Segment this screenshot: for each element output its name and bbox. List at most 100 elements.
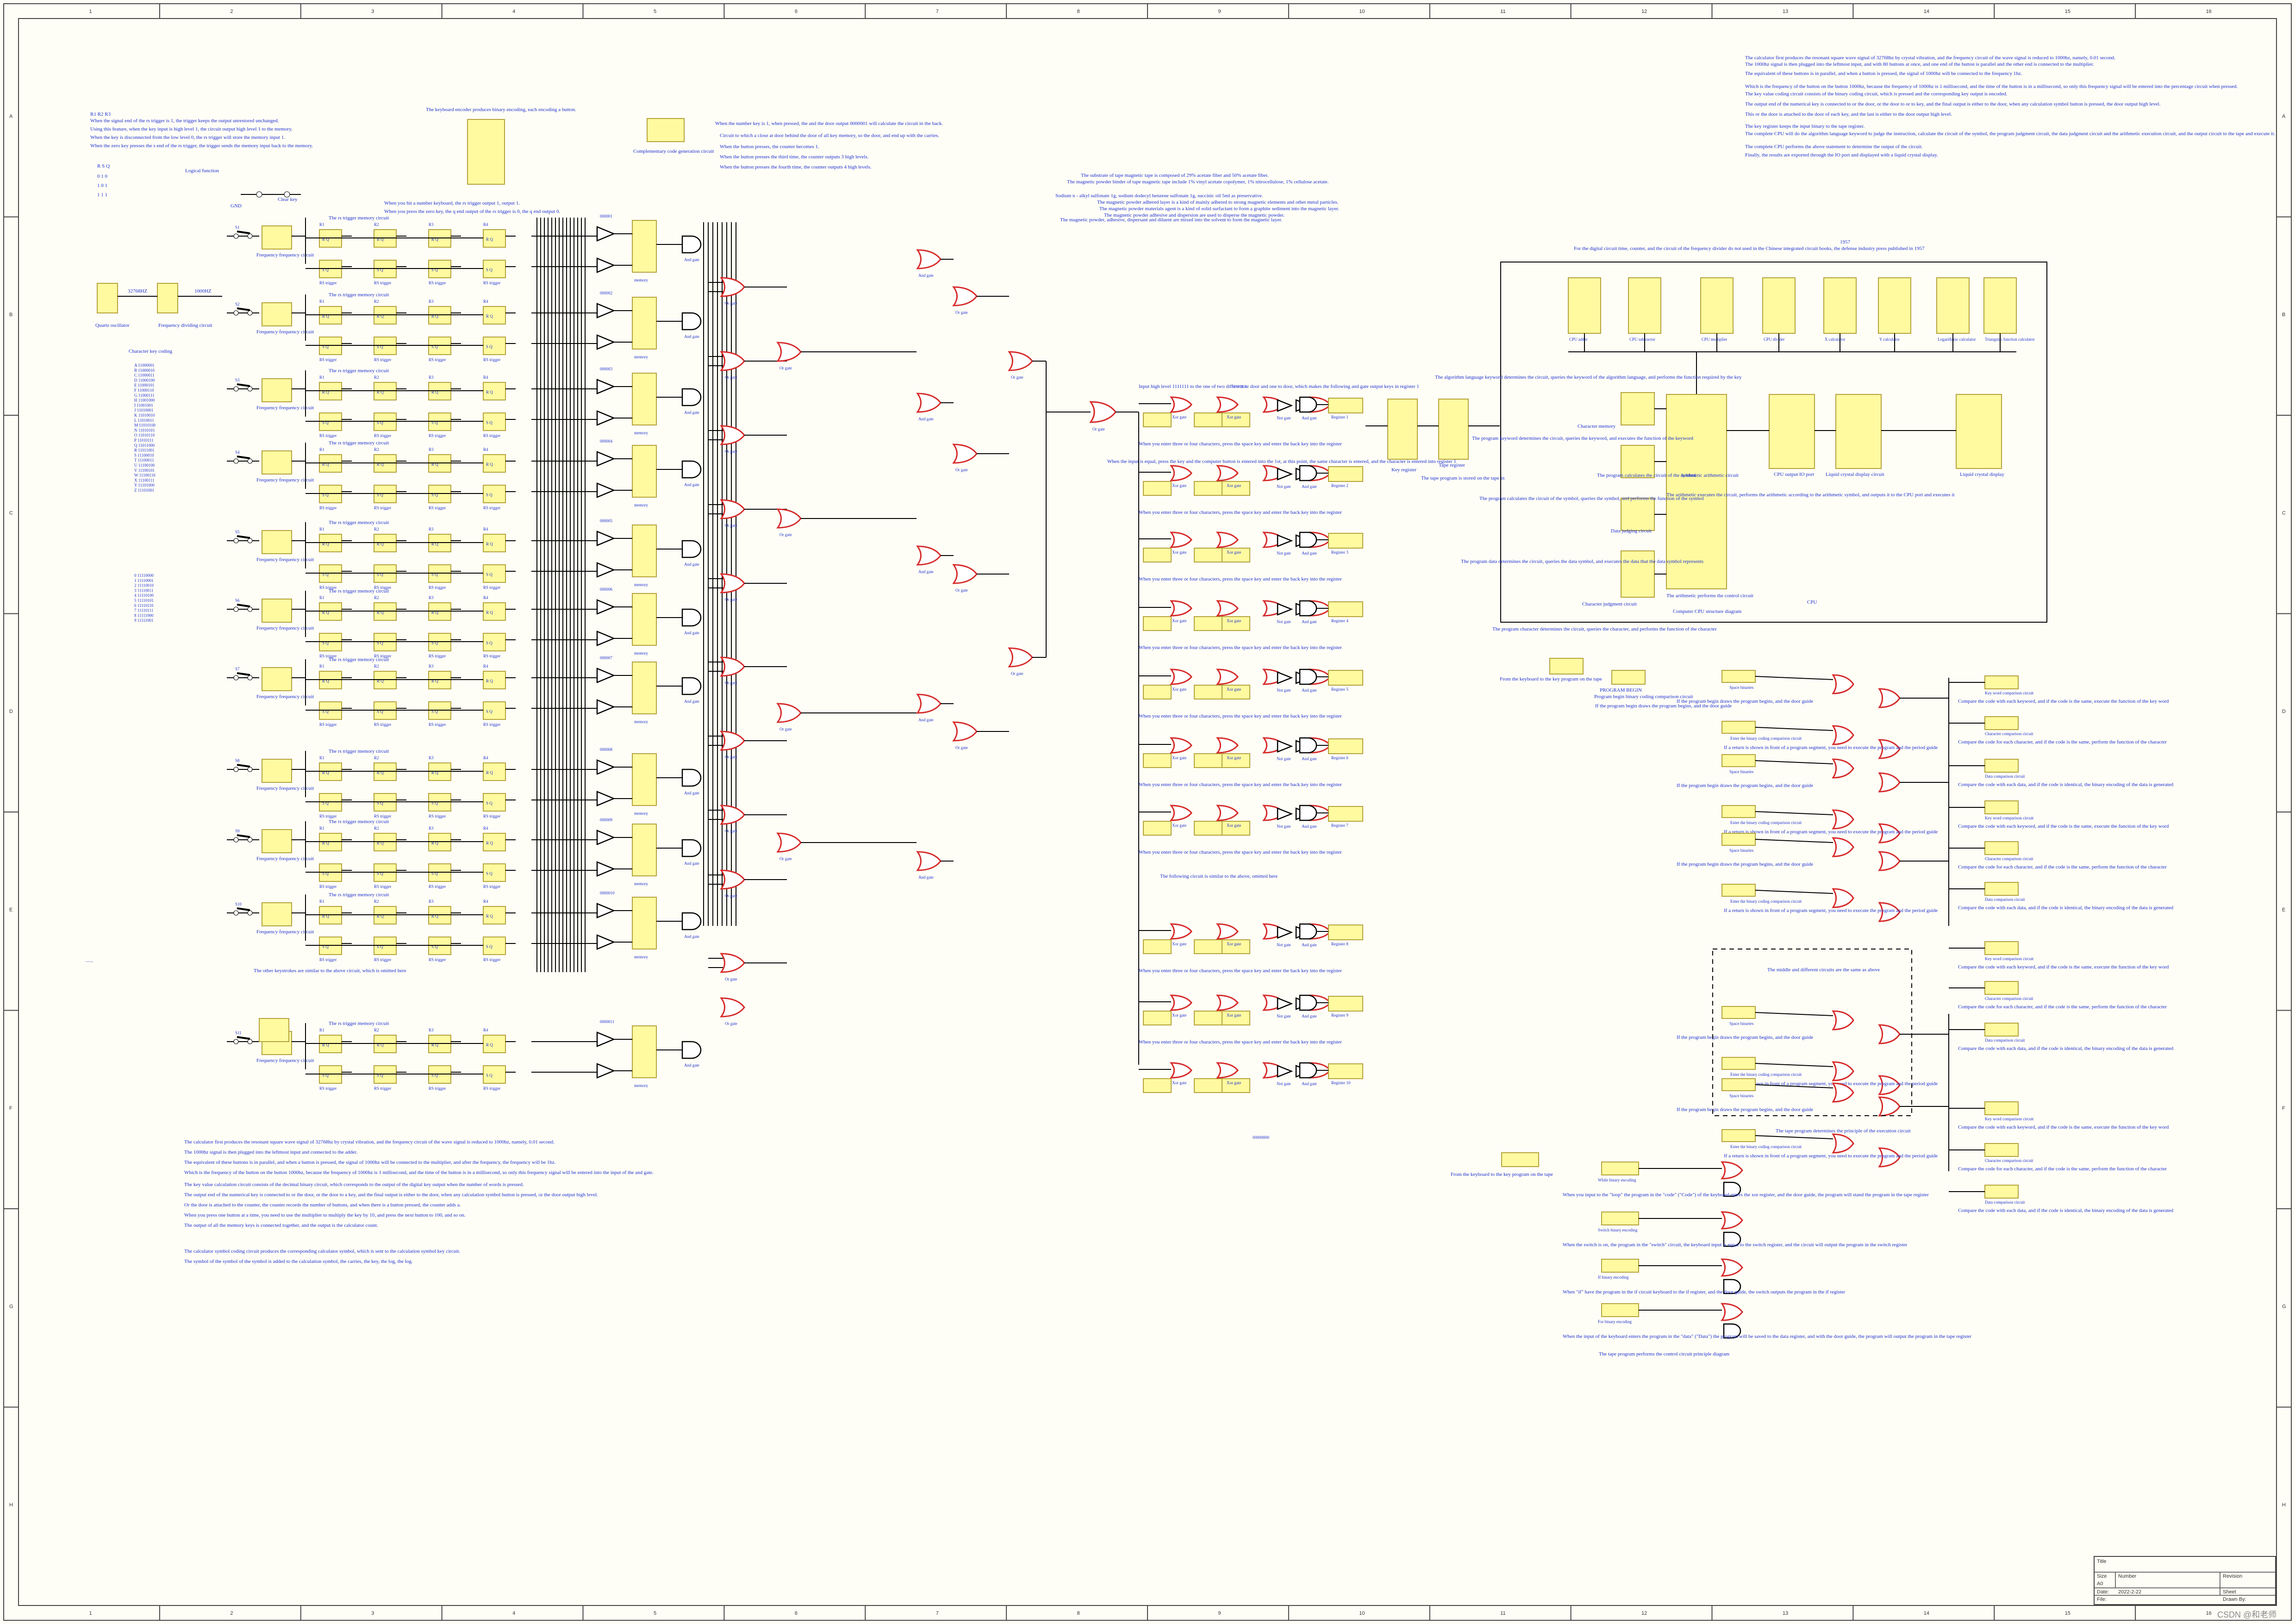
trigger-circuit-label: The rs trigger memory circuit: [329, 292, 389, 298]
rs-trigger-label: RS trigger: [483, 814, 500, 818]
lcd-display-label: Liquid crystal display: [1960, 472, 2004, 477]
enter-chip: [1721, 1129, 1756, 1142]
memory-label: memory: [634, 651, 648, 656]
col-ticklabel: 4: [512, 9, 515, 14]
or-gate: [916, 393, 942, 413]
magnetic-line-6: The magnetic powder adhesive and dispers…: [1104, 212, 1285, 218]
or-gate: [1832, 888, 1854, 908]
rs-trigger: [483, 906, 506, 924]
rs-label: R4: [483, 595, 488, 600]
or-gate-body: [1216, 531, 1239, 548]
pressure-note: When you enter three or four characters,…: [1139, 782, 1342, 787]
register-box: [1328, 996, 1363, 1012]
count-end: 00000000: [1253, 1135, 1270, 1140]
or-gate-body: [1721, 1161, 1743, 1180]
rs-label: R3: [429, 1028, 434, 1032]
xor-gate-label: Xor gate: [1227, 1013, 1241, 1018]
buffer-gate: [596, 562, 616, 578]
and-gate-body: [681, 912, 702, 931]
or-gate-label: Or gate: [1011, 375, 1023, 380]
trigger-circuit-label: The rs trigger memory circuit: [329, 657, 389, 662]
switch-contact: [233, 767, 239, 772]
freq-circuit-box: [262, 829, 292, 853]
divider-label: Frequency dividing circuit: [158, 323, 212, 328]
xor-gate-label: Xor gate: [1172, 618, 1186, 623]
switch-contact: [233, 386, 239, 392]
pressure-note: When you enter three or four characters,…: [1139, 1039, 1342, 1045]
xor-gate-label: Xor gate: [1227, 618, 1241, 623]
switch-label: S3: [235, 378, 240, 382]
xor-gate-label: Xor gate: [1172, 1013, 1186, 1018]
or-gate-body: [1216, 465, 1239, 481]
rs-label: R2: [374, 899, 379, 904]
comparison-chip: [1984, 1185, 2019, 1199]
comparison-label: Data comparison circuit: [1985, 1038, 2025, 1043]
buffer-gate: [596, 482, 616, 498]
rs-trigger-label: RS trigger: [374, 884, 391, 889]
rs-pins: R Q: [322, 314, 329, 319]
xor-gate-label: Xor gate: [1172, 550, 1186, 555]
cpu-top-box: [1568, 277, 1601, 334]
buffer-gate: [596, 791, 616, 806]
memory-code: 000002: [600, 291, 612, 295]
begin-note: If the program begin draws the program b…: [1677, 1035, 1813, 1040]
buffer-gate: [596, 451, 616, 467]
register-chip: [1194, 1011, 1222, 1025]
binary-chip: [1601, 1303, 1639, 1317]
and-gate-body: [1299, 668, 1317, 685]
row-ticklabel: D: [2282, 709, 2286, 714]
comparison-label: Data comparison circuit: [1985, 774, 2025, 779]
or-gate-body: [776, 832, 802, 853]
rs-pins: S Q: [486, 641, 493, 645]
rs-pins: R Q: [322, 390, 329, 394]
rs-label: R2: [374, 756, 379, 760]
bottom-line-4: Which is the frequency of the button on …: [184, 1170, 654, 1175]
or-gate: [1721, 1161, 1743, 1180]
freq-circuit-box: [262, 530, 292, 554]
register-label: Register 10: [1331, 1081, 1351, 1085]
rs-pins: R Q: [431, 610, 438, 615]
register-box: [1328, 533, 1363, 549]
rs-label: R1: [319, 664, 324, 668]
space-chip: [1721, 670, 1756, 683]
or-gate: [720, 425, 745, 445]
comparison-note: Compare the code for each character, and…: [1958, 1004, 2167, 1010]
buffer-gate: [596, 257, 616, 273]
code-entry: H 11001000: [134, 398, 155, 403]
space-chip: [1721, 754, 1756, 767]
or-gate-body: [720, 277, 745, 297]
svg-text:0 1 0: 0 1 0: [97, 174, 108, 179]
col-ticklabel: 13: [1783, 1611, 1788, 1616]
binary-chip: [1601, 1162, 1639, 1175]
rs-label: R4: [483, 375, 488, 380]
register-box: [1328, 670, 1363, 686]
chip-1000: 1000HZ: [194, 288, 212, 294]
and-gate-label: And gate: [1302, 824, 1317, 829]
or-gate-body: [1832, 1133, 1854, 1154]
and-gate-body: [1299, 923, 1317, 940]
buffer-gate: [596, 599, 616, 615]
memory-label: memory: [634, 503, 648, 507]
code-entry: I 11001001: [134, 403, 153, 407]
and-gate: [681, 460, 702, 479]
memory-chip: [632, 220, 657, 273]
cpu-diagram: 1957 For the digital circuit time, count…: [1435, 239, 2047, 632]
and-gate-body: [1299, 805, 1317, 821]
register-chip: [1222, 685, 1250, 700]
file-label: File:: [2097, 1597, 2107, 1602]
rs-pins: S Q: [486, 709, 493, 714]
rs-label: R2: [374, 299, 379, 304]
buffer-gate: [1277, 671, 1293, 684]
code-entry: B 11000010: [134, 368, 155, 373]
or-gate-body: [952, 443, 978, 464]
code-entry: U 11100100: [134, 463, 155, 468]
rs-label: R2: [374, 447, 379, 452]
rs-pins: S Q: [431, 493, 438, 497]
or-gate: [1169, 1062, 1192, 1079]
register-chip: [1222, 753, 1250, 768]
or-gate-body: [776, 508, 802, 529]
cpu-note-7: The program character determines the cir…: [1492, 626, 1717, 632]
